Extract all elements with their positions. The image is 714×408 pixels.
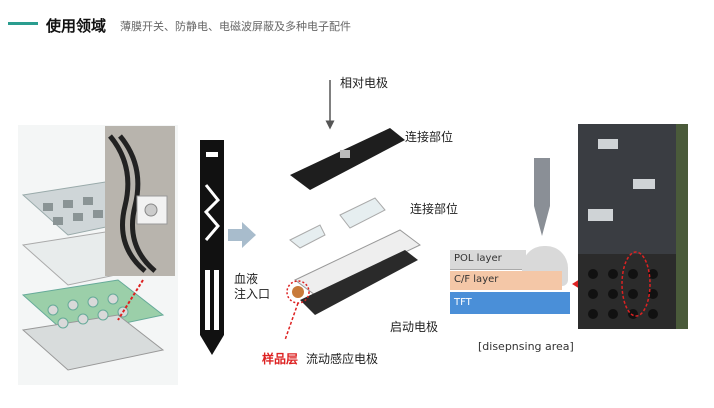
page-title: 使用领域	[46, 17, 107, 35]
dispensing-area-caption: [disepnsing area]	[478, 340, 574, 353]
layer-cf-label: C/F layer	[454, 274, 499, 285]
arrow-right-icon	[228, 222, 256, 248]
label-sample-layer: 样品层	[262, 352, 299, 366]
display-panel-photo	[578, 124, 688, 329]
layer-pol-label: POL layer	[454, 253, 502, 264]
label-relative-electrode: 相对电极	[340, 76, 389, 90]
layer-tft-label: TFT	[454, 297, 472, 308]
dispense-bead	[522, 246, 568, 286]
sensor-exploded-diagram	[284, 80, 421, 341]
label-connection-part-2: 连接部位	[410, 202, 459, 216]
label-flow-sense-electrode: 流动感应电极	[306, 352, 379, 366]
test-strip-illustration	[200, 140, 224, 355]
label-blood-inlet: 血液 注入口	[234, 272, 271, 301]
page-subtitle: 薄膜开关、防静电、电磁波屏蔽及多种电子配件	[120, 20, 351, 33]
label-connection-part-1: 连接部位	[405, 130, 454, 144]
dispense-needle-icon	[534, 158, 550, 236]
label-start-electrode: 启动电极	[390, 320, 439, 334]
header-accent-bar	[8, 22, 38, 25]
flex-circuit-inset-photo	[105, 126, 175, 276]
